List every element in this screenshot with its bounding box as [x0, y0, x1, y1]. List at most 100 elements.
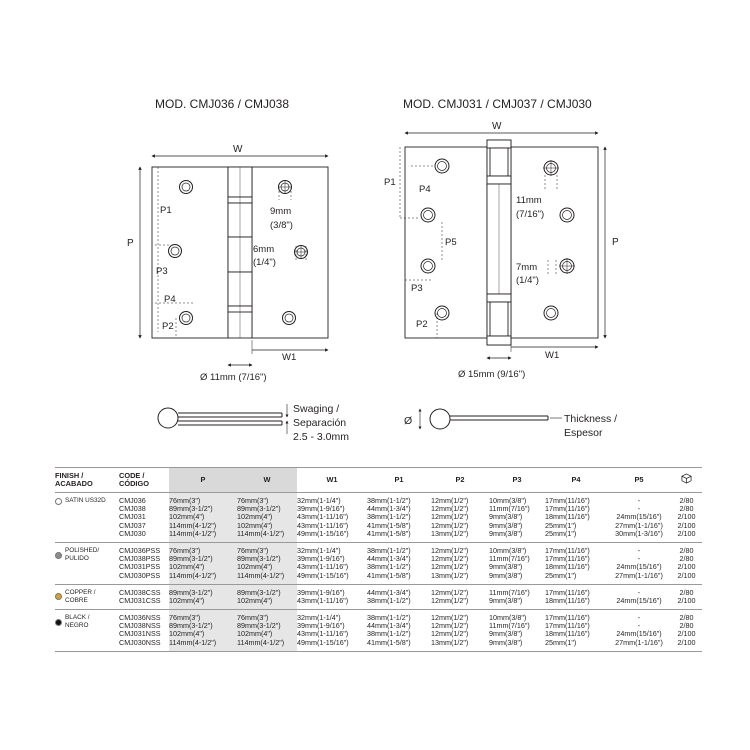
right-hole-large-mm: 11mm — [516, 195, 542, 206]
right-hole-small-mm: 7mm — [516, 262, 537, 273]
w1-cell: 39mm(1-9/16")43mm(1-11/16") — [297, 584, 367, 611]
box-icon — [671, 467, 702, 493]
p2-cell: 12mm(1/2")12mm(1/2") — [431, 584, 489, 611]
header-p4: P4 — [545, 467, 607, 493]
header-p2: P2 — [431, 467, 489, 493]
finish-cell: BLACK /NEGRO — [55, 609, 119, 652]
header-p: P — [169, 467, 237, 493]
right-hole-small-in: (1/4") — [516, 275, 539, 286]
p5-cell: --24mm(15/16")27mm(1-1/16")30mm(1-3/16") — [607, 492, 671, 543]
left-hole-large-in: (3/8") — [270, 220, 293, 231]
finish-label: BLACK /NEGRO — [65, 614, 90, 630]
header-p1: P1 — [367, 467, 431, 493]
right-knuckle-label: Ø 15mm (9/16") — [458, 369, 525, 380]
screw-hole-icon — [543, 160, 575, 321]
right-p-label: P — [612, 237, 619, 248]
right-w-label: W — [492, 121, 502, 132]
p1-cell: 44mm(1-3/4")38mm(1-1/2") — [367, 584, 431, 611]
p5-cell: -24mm(15/16") — [607, 584, 671, 611]
thickness-label-1: Thickness / — [564, 413, 617, 425]
right-p3-label: P3 — [411, 283, 423, 294]
finish-cell: COPPER /COBRE — [55, 584, 119, 611]
p3-cell: 10mm(3/8")11mm(7/16")9mm(3/8")9mm(3/8") — [489, 609, 545, 652]
p-cell: 76mm(3")89mm(3-1/2")102mm(4")114mm(4-1/2… — [169, 492, 237, 543]
finish-color-swatch — [55, 618, 62, 626]
p4-cell: 17mm(11/16")17mm(11/16")18mm(11/16")25mm… — [545, 609, 607, 652]
swaging-label-3: 2.5 - 3.0mm — [293, 431, 349, 443]
w1-cell: 32mm(1-1/4")39mm(1-9/16")43mm(1-11/16")4… — [297, 492, 367, 543]
left-p2-label: P2 — [162, 321, 174, 332]
p3-cell: 10mm(3/8")11mm(7/16")9mm(3/8")9mm(3/8")9… — [489, 492, 545, 543]
left-p3-label: P3 — [156, 266, 168, 277]
p3-cell: 10mm(3/8")11mm(7/16")9mm(3/8")9mm(3/8") — [489, 542, 545, 585]
left-p1-label: P1 — [160, 205, 172, 216]
right-p2-label: P2 — [416, 319, 428, 330]
header-code: CODE / CÓDIGO — [119, 467, 169, 493]
right-hinge-leaf-right — [510, 146, 599, 339]
p3-cell: 11mm(7/16")9mm(3/8") — [489, 584, 545, 611]
p4-cell: 17mm(11/16")17mm(11/16")18mm(11/16")25mm… — [545, 492, 607, 543]
right-p1-label: P1 — [384, 177, 396, 188]
p1-cell: 38mm(1-1/2")44mm(1-3/4")38mm(1-1/2")41mm… — [367, 492, 431, 543]
left-hole-small-mm: 6mm — [253, 244, 274, 255]
left-diagram-title: MOD. CMJ036 / CMJ038 — [155, 97, 289, 111]
screw-hole-icon — [420, 158, 450, 321]
right-diagram-title: MOD. CMJ031 / CMJ037 / CMJ030 — [403, 97, 592, 111]
w-cell: 76mm(3")89mm(3-1/2")102mm(4")114mm(4-1/2… — [237, 542, 297, 585]
left-knuckle-label: Ø 11mm (7/16") — [200, 372, 267, 383]
p5-cell: --24mm(15/16")27mm(1-1/16") — [607, 609, 671, 652]
p2-cell: 12mm(1/2")12mm(1/2")12mm(1/2")13mm(1/2") — [431, 609, 489, 652]
thickness-diam-label: Ø — [404, 415, 412, 427]
p1-cell: 38mm(1-1/2")44mm(1-3/4")38mm(1-1/2")41mm… — [367, 542, 431, 585]
screw-hole-icon — [168, 180, 193, 325]
swaging-detail: Swaging / Separación 2.5 - 3.0mm — [157, 403, 349, 443]
thickness-detail: Ø Thickness / Espesor — [404, 408, 617, 439]
finish-color-swatch — [55, 551, 62, 559]
p2-cell: 12mm(1/2")12mm(1/2")12mm(1/2")12mm(1/2")… — [431, 492, 489, 543]
w-cell: 76mm(3")89mm(3-1/2")102mm(4")102mm(4")11… — [237, 492, 297, 543]
p1-cell: 38mm(1-1/2")44mm(1-3/4")38mm(1-1/2")41mm… — [367, 609, 431, 652]
left-hinge-drawing: MOD. CMJ036 / CMJ038 W P — [127, 97, 329, 383]
p5-cell: --24mm(15/16")27mm(1-1/16") — [607, 542, 671, 585]
left-p-label: P — [127, 238, 134, 249]
right-hole-large-in: (7/16") — [516, 209, 544, 220]
left-hole-large-mm: 9mm — [270, 206, 291, 217]
header-p5: P5 — [607, 467, 671, 493]
left-p4-label: P4 — [164, 294, 176, 305]
finish-label: COPPER /COBRE — [65, 588, 96, 604]
right-w1-label: W1 — [545, 350, 559, 361]
header-p3: P3 — [489, 467, 545, 493]
p-cell: 76mm(3")89mm(3-1/2")102mm(4")114mm(4-1/2… — [169, 542, 237, 585]
finish-label: SATIN US32D — [65, 497, 106, 504]
header-w: W — [237, 467, 297, 493]
header-finish: FINISH / ACABADO — [55, 467, 119, 493]
p4-cell: 17mm(11/16")18mm(11/16") — [545, 584, 607, 611]
table-header-row: FINISH / ACABADO CODE / CÓDIGO P W W1 P1… — [55, 467, 702, 493]
thickness-label-2: Espesor — [564, 427, 603, 439]
finish-color-swatch — [55, 593, 62, 601]
header-w1: W1 — [297, 467, 367, 493]
swaging-label-1: Swaging / — [293, 403, 339, 415]
finish-color-swatch — [55, 497, 62, 505]
w1-cell: 32mm(1-1/4")39mm(1-9/16")43mm(1-11/16")4… — [297, 542, 367, 585]
right-p5-label: P5 — [445, 237, 457, 248]
p-cell: 76mm(3")89mm(3-1/2")102mm(4")114mm(4-1/2… — [169, 609, 237, 652]
screw-hole-icon — [278, 180, 308, 325]
w1-cell: 32mm(1-1/4")39mm(1-9/16")43mm(1-11/16")4… — [297, 609, 367, 652]
p-cell: 89mm(3-1/2")102mm(4") — [169, 584, 237, 611]
left-hole-small-in: (1/4") — [253, 257, 276, 268]
finish-cell: POLISHED/PULIDO — [55, 542, 119, 585]
finish-cell: SATIN US32D — [55, 492, 119, 543]
